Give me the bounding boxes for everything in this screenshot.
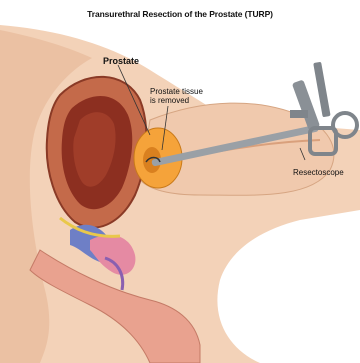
diagram-title: Transurethral Resection of the Prostate …	[0, 9, 360, 19]
label-tissue-line1: Prostate tissue	[150, 87, 203, 96]
label-prostate: Prostate	[103, 57, 139, 66]
label-resectoscope: Resectoscope	[293, 168, 344, 177]
label-prostate-tissue-removed: Prostate tissue is removed	[150, 87, 203, 105]
label-tissue-line2: is removed	[150, 96, 203, 105]
